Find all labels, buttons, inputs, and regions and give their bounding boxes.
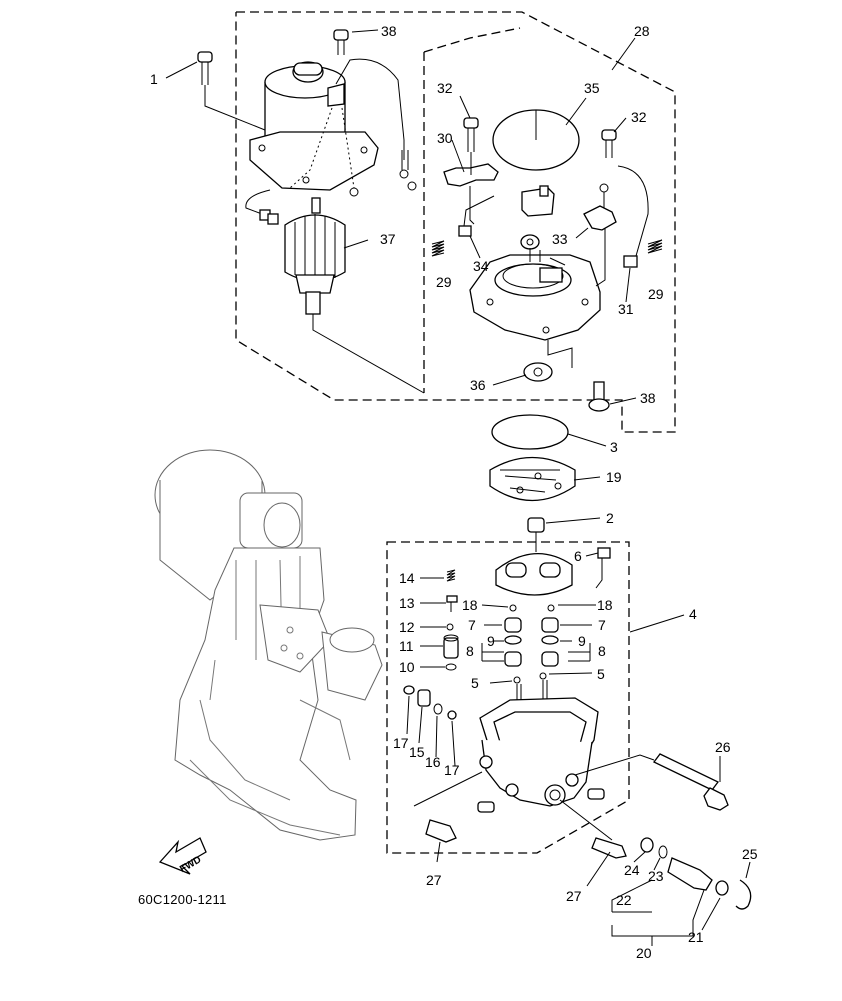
end-cover-screws <box>463 117 617 412</box>
bolts <box>413 753 752 910</box>
callout-38-bottom: 38 <box>640 390 656 406</box>
callout-38-top: 38 <box>381 23 397 39</box>
shuttle-valves <box>504 604 559 722</box>
callout-18-left: 18 <box>462 597 478 613</box>
callout-10: 10 <box>399 659 415 675</box>
pump-plate <box>495 547 611 596</box>
callout-17-right: 17 <box>444 762 460 778</box>
callout-6: 6 <box>574 548 582 564</box>
callout-15: 15 <box>409 744 425 760</box>
pump-housing <box>477 697 605 813</box>
callout-21: 21 <box>688 929 704 945</box>
callout-19: 19 <box>606 469 622 485</box>
brush-holders <box>443 163 649 268</box>
callout-29-right: 29 <box>648 286 664 302</box>
end-cover-dash-top <box>423 27 521 53</box>
fwd-arrow-icon: FWD <box>158 837 207 875</box>
callout-33: 33 <box>552 231 568 247</box>
motor-yoke <box>249 58 417 197</box>
leader-lines <box>165 29 751 946</box>
callout-34: 34 <box>473 258 489 274</box>
callout-32-left: 32 <box>437 80 453 96</box>
pump-assembly-boundary <box>386 541 630 854</box>
callout-23: 23 <box>648 868 664 884</box>
callout-18-right: 18 <box>597 597 613 613</box>
callout-37: 37 <box>380 231 396 247</box>
callout-16: 16 <box>425 754 441 770</box>
callout-24: 24 <box>624 862 640 878</box>
callout-4: 4 <box>689 606 697 622</box>
motor-armature <box>245 189 425 394</box>
callout-2: 2 <box>606 510 614 526</box>
filter <box>489 456 576 502</box>
brush-springs <box>431 239 663 257</box>
callout-7-left: 7 <box>468 617 476 633</box>
callout-8-left: 8 <box>466 643 474 659</box>
diagram-code: 60C1200-1211 <box>138 892 227 907</box>
callout-8-right: 8 <box>598 643 606 659</box>
callout-29-left: 29 <box>436 274 452 290</box>
o-ring <box>491 414 569 450</box>
callout-36: 36 <box>470 377 486 393</box>
callout-28: 28 <box>634 23 650 39</box>
callout-22: 22 <box>616 892 632 908</box>
end-cover <box>469 109 606 368</box>
callout-11: 11 <box>399 638 414 654</box>
callout-14: 14 <box>399 570 415 586</box>
callout-25: 25 <box>742 846 758 862</box>
relief-valve-parts <box>403 569 459 720</box>
callout-3: 3 <box>610 439 618 455</box>
motor-screws <box>197 29 349 131</box>
callout-27-right: 27 <box>566 888 582 904</box>
callout-27-left: 27 <box>426 872 442 888</box>
callout-31: 31 <box>618 301 634 317</box>
tilt-cylinder-ghost <box>154 449 383 841</box>
callout-5-right: 5 <box>597 666 605 682</box>
callout-1: 1 <box>150 71 158 87</box>
callout-32-right: 32 <box>631 109 647 125</box>
callout-30: 30 <box>437 130 453 146</box>
callout-labels: 1 38 28 35 32 32 30 37 33 34 29 29 31 36… <box>150 23 758 961</box>
callout-9-left: 9 <box>487 633 495 649</box>
callout-35: 35 <box>584 80 600 96</box>
callout-13: 13 <box>399 595 415 611</box>
callout-9-right: 9 <box>578 633 586 649</box>
callout-12: 12 <box>399 619 415 635</box>
callout-20: 20 <box>636 945 652 961</box>
check-valve <box>527 517 545 552</box>
callout-17-left: 17 <box>393 735 409 751</box>
callout-7-right: 7 <box>598 617 606 633</box>
callout-26: 26 <box>715 739 731 755</box>
motor-assembly-boundary <box>235 11 676 433</box>
callout-5-left: 5 <box>471 675 479 691</box>
